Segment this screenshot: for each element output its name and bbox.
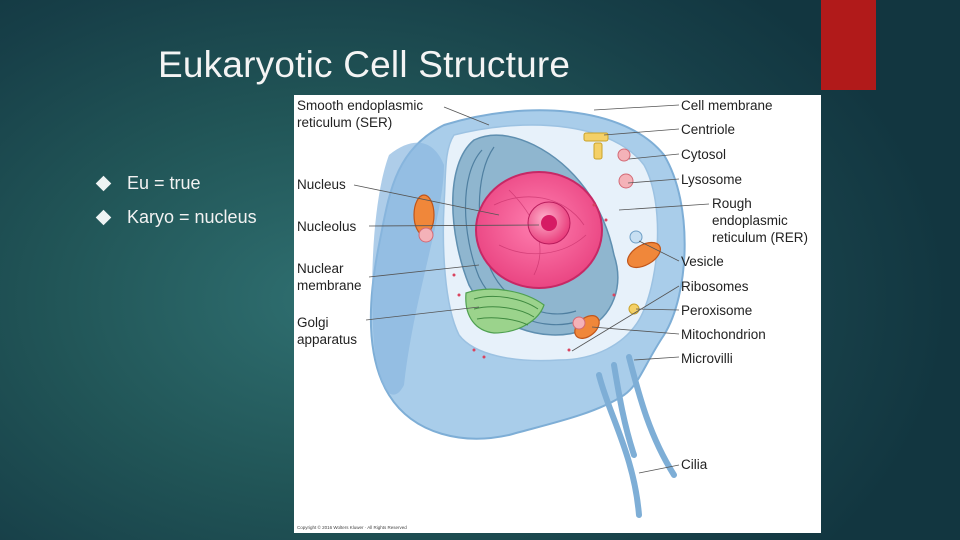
figure-copyright: Copyright © 2016 Wolters Kluwer · All Ri… bbox=[297, 524, 407, 530]
diamond-bullet-icon bbox=[95, 175, 112, 191]
label-nuclear-membrane: membrane bbox=[297, 278, 362, 293]
bullet-item: Karyo = nucleus bbox=[95, 200, 257, 234]
label-vesicle: Vesicle bbox=[681, 254, 724, 269]
slide-title: Eukaryotic Cell Structure bbox=[158, 44, 571, 85]
label-cell-membrane: Cell membrane bbox=[681, 98, 773, 113]
label-nucleus: Nucleus bbox=[297, 177, 346, 192]
label-cilia: Cilia bbox=[681, 457, 708, 472]
label-cytosol: Cytosol bbox=[681, 147, 726, 162]
microvilli-shape bbox=[596, 354, 677, 518]
label-ribosomes: Ribosomes bbox=[681, 279, 749, 294]
cell-diagram-figure: Smooth endoplasmic reticulum (SER) Nucle… bbox=[294, 95, 821, 533]
label-ser: Smooth endoplasmic bbox=[297, 98, 423, 113]
label-rer: reticulum (RER) bbox=[712, 230, 808, 245]
label-nucleolus: Nucleolus bbox=[297, 219, 357, 234]
golgi-shape bbox=[465, 288, 545, 334]
label-ser: reticulum (SER) bbox=[297, 115, 392, 130]
bullet-text: Eu = true bbox=[127, 172, 201, 193]
label-golgi: Golgi bbox=[297, 315, 329, 330]
bullet-item: Eu = true bbox=[95, 166, 257, 200]
label-peroxisome: Peroxisome bbox=[681, 303, 752, 318]
label-nuclear-membrane: Nuclear bbox=[297, 261, 344, 276]
label-rer: endoplasmic bbox=[712, 213, 788, 228]
accent-bar bbox=[821, 0, 876, 90]
diamond-bullet-icon bbox=[95, 209, 112, 225]
label-microvilli: Microvilli bbox=[681, 351, 733, 366]
label-lysosome: Lysosome bbox=[681, 172, 742, 187]
label-mitochondrion: Mitochondrion bbox=[681, 327, 766, 342]
label-golgi: apparatus bbox=[297, 332, 357, 347]
label-centriole: Centriole bbox=[681, 122, 735, 137]
cell-diagram: Smooth endoplasmic reticulum (SER) Nucle… bbox=[297, 98, 808, 530]
bullet-text: Karyo = nucleus bbox=[127, 206, 257, 227]
label-rer: Rough bbox=[712, 196, 752, 211]
bullet-list: Eu = true Karyo = nucleus bbox=[95, 166, 257, 234]
